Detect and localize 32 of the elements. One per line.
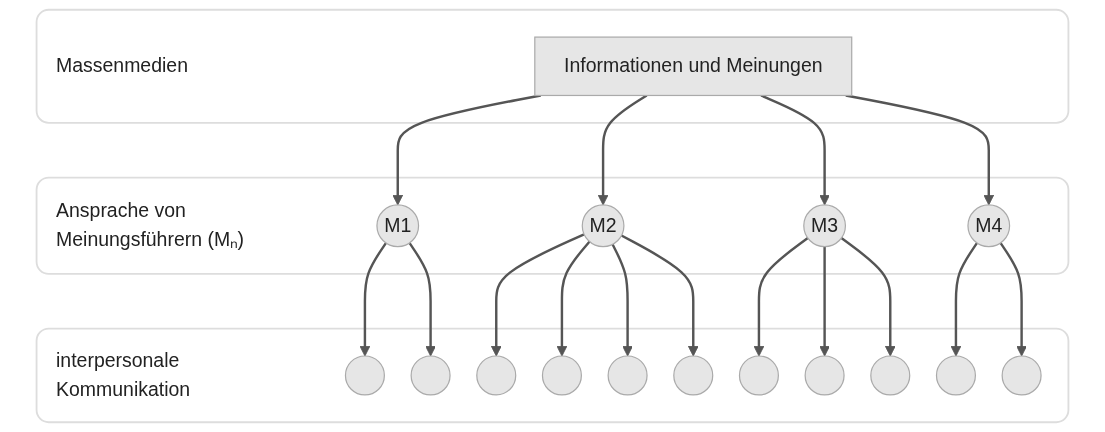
node-circle	[476, 355, 517, 396]
arrow	[999, 242, 1027, 357]
arrow	[408, 242, 436, 357]
arrow	[620, 234, 699, 357]
node-circle	[673, 355, 714, 396]
arrow	[819, 246, 830, 357]
node-circle	[607, 355, 648, 396]
arrow	[753, 237, 809, 357]
cluster: interpersonale Kommunikation	[35, 327, 1070, 424]
arrow	[845, 94, 995, 206]
node-circle: M2	[581, 204, 625, 248]
node-circle: M4	[967, 204, 1011, 248]
arrow	[611, 243, 633, 357]
node-circle: M1	[376, 204, 420, 248]
node-circle	[870, 355, 911, 396]
arrow	[597, 94, 648, 206]
arrow	[392, 94, 541, 206]
node-circle: M3	[803, 204, 847, 248]
node-circle	[804, 355, 845, 396]
node-circle	[1001, 355, 1042, 396]
arrow	[556, 240, 591, 357]
arrow	[490, 233, 585, 357]
node-circle	[738, 355, 779, 396]
node-circle	[935, 355, 976, 396]
arrow	[760, 94, 830, 206]
node-box: Informationen und Meinungen	[534, 36, 853, 97]
node-circle	[344, 355, 385, 396]
node-circle	[410, 355, 451, 396]
arrow	[840, 237, 896, 357]
node-circle	[541, 355, 582, 396]
arrow	[950, 242, 979, 357]
arrow	[359, 242, 388, 357]
